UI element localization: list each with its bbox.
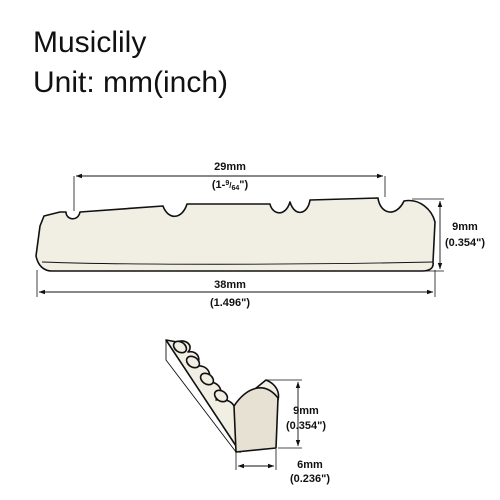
dim-38mm-inch-label: (1.496") xyxy=(210,297,250,309)
string-slot-3 xyxy=(199,372,215,386)
dim-total-length: 38mm (1.496") xyxy=(36,270,436,309)
dim-9mm-label: 9mm xyxy=(452,221,478,233)
dim-9mm-side-inch-label: (0.354") xyxy=(286,420,326,432)
dim-height-side: 9mm (0.354") xyxy=(266,379,326,449)
brand-title: Musiclily xyxy=(33,26,147,59)
dim-9mm-side-label: 9mm xyxy=(293,405,319,417)
dim-38mm-label: 38mm xyxy=(214,279,246,291)
dim-9mm-inch-label: (0.354") xyxy=(445,237,485,249)
string-slot-4 xyxy=(213,389,229,403)
dim-width-side: 6mm (0.236") xyxy=(235,449,330,485)
nut-front-view xyxy=(35,197,436,272)
nut-front-bottom-edge xyxy=(41,261,434,265)
nut-perspective-base-edge xyxy=(165,340,237,453)
dim-6mm-inch-label: (0.236") xyxy=(290,473,330,485)
string-slot-2 xyxy=(185,355,201,369)
nut-front-body xyxy=(35,197,436,272)
dim-29mm-inch-label: (1-9/64") xyxy=(212,179,249,192)
dim-slot-span: 29mm (1-9/64") xyxy=(73,161,386,211)
dim-6mm-label: 6mm xyxy=(297,459,323,471)
nut-perspective-end-face xyxy=(233,387,279,453)
string-slot-1 xyxy=(172,340,188,354)
dim-29mm-label: 29mm xyxy=(214,161,246,173)
nut-perspective-view xyxy=(165,339,280,453)
dim-height-front: 9mm (0.354") xyxy=(412,198,485,272)
unit-label: Unit: mm(inch) xyxy=(33,66,229,99)
